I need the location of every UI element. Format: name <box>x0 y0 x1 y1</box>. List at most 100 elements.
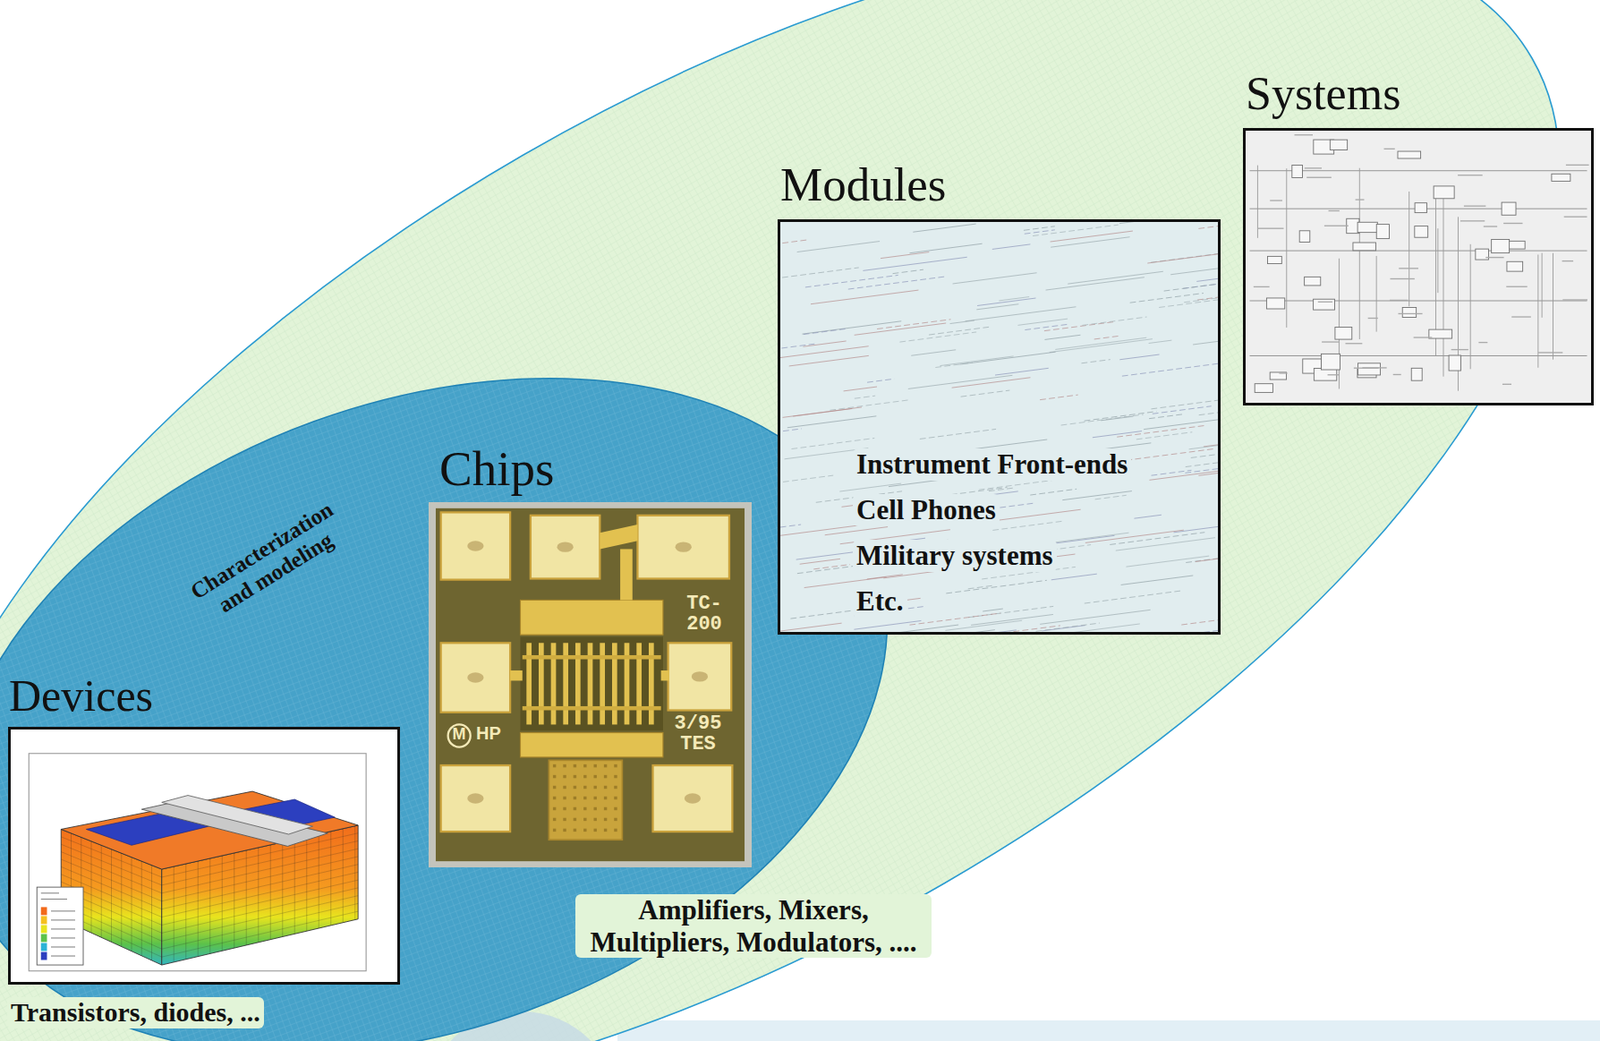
texture-dot <box>604 796 607 800</box>
schematic-block <box>1357 221 1378 232</box>
schematic-trace <box>797 241 880 253</box>
schematic-trace <box>1125 448 1214 460</box>
probe-mark <box>467 672 484 682</box>
colorbar-tick <box>41 892 60 894</box>
schematic-trace <box>1081 316 1147 325</box>
gold-link <box>599 524 638 549</box>
schematic-trace <box>1185 459 1218 467</box>
probe-mark <box>684 792 701 803</box>
schematic-block <box>1414 226 1429 239</box>
schematic-note <box>1506 286 1527 288</box>
schematic-trace <box>1055 337 1147 349</box>
schematic-trace <box>825 527 888 536</box>
schematic-trace <box>1125 555 1209 567</box>
schematic-block <box>1411 367 1422 381</box>
texture-dot <box>583 828 587 832</box>
device-gate <box>161 795 314 835</box>
schematic-trace <box>803 328 846 334</box>
mesh-line <box>60 843 162 886</box>
schematic-trace <box>988 487 1013 491</box>
schematic-wire <box>1249 355 1587 357</box>
schematic-trace <box>953 272 1038 284</box>
schematic-trace <box>1051 535 1115 544</box>
schematic-trace <box>999 502 1036 508</box>
schematic-trace <box>998 297 1030 301</box>
schematic-note <box>1294 134 1314 136</box>
mesh-line <box>60 836 162 877</box>
schematic-block <box>1433 186 1455 199</box>
schematic-wire <box>1257 165 1259 239</box>
texture-dot <box>593 828 596 832</box>
gate-finger <box>538 642 545 724</box>
schematic-block <box>1429 329 1453 339</box>
finger-area <box>519 636 663 731</box>
schematic-note <box>1457 174 1483 176</box>
schematic-trace <box>843 386 877 392</box>
schematic-trace <box>1050 230 1133 242</box>
schematic-block <box>1335 327 1353 341</box>
schematic-trace <box>1050 237 1130 247</box>
schematic-trace <box>1100 416 1133 421</box>
schematic-note <box>1483 225 1498 227</box>
schematic-trace <box>950 320 975 324</box>
schematic-trace <box>802 340 846 347</box>
schematic-trace <box>1189 440 1218 450</box>
box-illustration <box>10 729 398 982</box>
schematic-trace <box>1039 394 1079 400</box>
texture-dot <box>553 764 556 767</box>
bond-pad <box>441 511 511 579</box>
system-box: Systems <box>1242 127 1594 406</box>
schematic-trace <box>977 297 1036 306</box>
texture-dot <box>583 796 587 800</box>
schematic-trace <box>1150 249 1218 263</box>
schematic-trace <box>805 274 899 287</box>
schematic-block <box>1376 224 1389 239</box>
chip-box: ChipsAmplifiers, Mixers, Multipliers, Mo… <box>428 502 752 868</box>
module-box: ModulesInstrument Front-endsCell PhonesM… <box>777 219 1221 635</box>
schematic-block <box>1551 173 1571 181</box>
texture-dot <box>553 828 556 832</box>
schematic-trace <box>1143 418 1218 430</box>
colorbar-tick <box>51 910 76 911</box>
texture-dot <box>573 785 577 789</box>
schematic-trace <box>939 356 1013 366</box>
image-frame <box>28 753 366 971</box>
texture-dot <box>613 796 617 800</box>
schematic-trace <box>854 323 947 335</box>
gold-bar <box>519 599 663 635</box>
mesh-line <box>161 902 358 949</box>
schematic-trace <box>1184 468 1218 473</box>
schematic-note <box>1344 342 1362 344</box>
colorbar-tick <box>51 927 76 929</box>
texture-dot <box>604 774 607 778</box>
schematic-trace <box>867 378 894 383</box>
schematic-block <box>1267 255 1282 264</box>
schematic-trace <box>1051 573 1098 580</box>
texture-dot <box>553 807 556 810</box>
schematic-trace <box>1133 514 1161 519</box>
probe-mark <box>675 541 692 552</box>
schematic-note <box>1393 374 1402 375</box>
schematic-trace <box>1164 283 1218 291</box>
schematic-trace <box>854 395 876 399</box>
gold-link <box>661 670 670 681</box>
box-title: Systems <box>1245 67 1401 121</box>
schematic-trace <box>1147 250 1218 264</box>
schematic-trace <box>1122 362 1218 376</box>
schematic-note <box>1269 199 1283 201</box>
schematic-trace <box>1067 271 1164 284</box>
schematic-block <box>1254 383 1273 393</box>
schematic-note <box>1318 301 1333 303</box>
schematic-wire <box>1249 250 1587 252</box>
texture-dot <box>583 785 587 789</box>
schematic-trace <box>992 244 1031 250</box>
texture-dot <box>562 817 566 821</box>
schematic-trace <box>780 428 802 434</box>
schematic-note <box>1562 298 1588 300</box>
chip-marking: HP <box>472 723 505 743</box>
schematic-trace <box>959 351 1056 365</box>
texture-dot <box>593 807 596 810</box>
schematic-block <box>1397 151 1422 159</box>
schematic-trace <box>1023 226 1056 231</box>
